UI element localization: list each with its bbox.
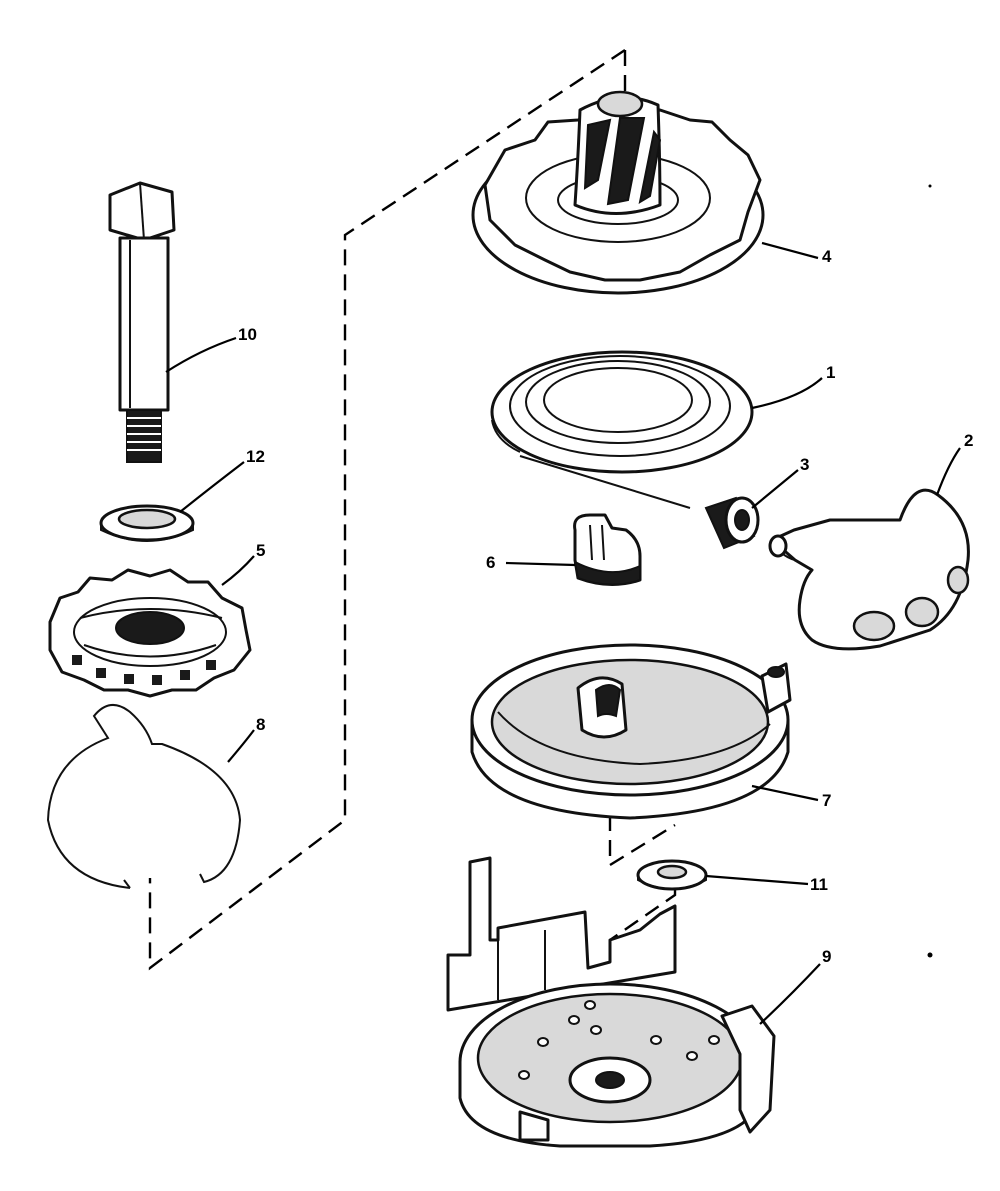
callout-8: 8 bbox=[256, 715, 265, 734]
starter-pinion-housing-part bbox=[471, 90, 765, 295]
callout-12: 12 bbox=[246, 447, 265, 466]
spring-coil-part bbox=[490, 350, 754, 509]
flat-washer-part bbox=[636, 859, 708, 891]
callout-numbers: 4 1 2 3 10 12 5 6 8 7 11 9 bbox=[238, 247, 973, 966]
callout-7: 7 bbox=[822, 791, 831, 810]
spring-cup-part bbox=[470, 643, 792, 820]
handle-part bbox=[768, 488, 970, 651]
callout-4: 4 bbox=[822, 247, 832, 266]
callout-6: 6 bbox=[486, 553, 495, 572]
callout-10: 10 bbox=[238, 325, 257, 344]
retainer-clip-part bbox=[573, 513, 642, 587]
callout-2: 2 bbox=[964, 431, 973, 450]
callout-leaders bbox=[165, 241, 961, 1025]
callout-3: 3 bbox=[800, 455, 809, 474]
toothed-lock-washer-part bbox=[48, 568, 252, 698]
starter-base-housing-part bbox=[446, 856, 776, 1148]
stray-specks bbox=[927, 184, 933, 958]
callout-5: 5 bbox=[256, 541, 265, 560]
callout-1: 1 bbox=[826, 363, 835, 382]
bushing-part bbox=[704, 496, 760, 550]
shoulder-bolt-part bbox=[108, 181, 176, 463]
callout-9: 9 bbox=[822, 947, 831, 966]
flat-washer-small-part bbox=[99, 504, 195, 542]
callout-11: 11 bbox=[810, 875, 828, 894]
wire-retainer-part bbox=[46, 704, 242, 889]
